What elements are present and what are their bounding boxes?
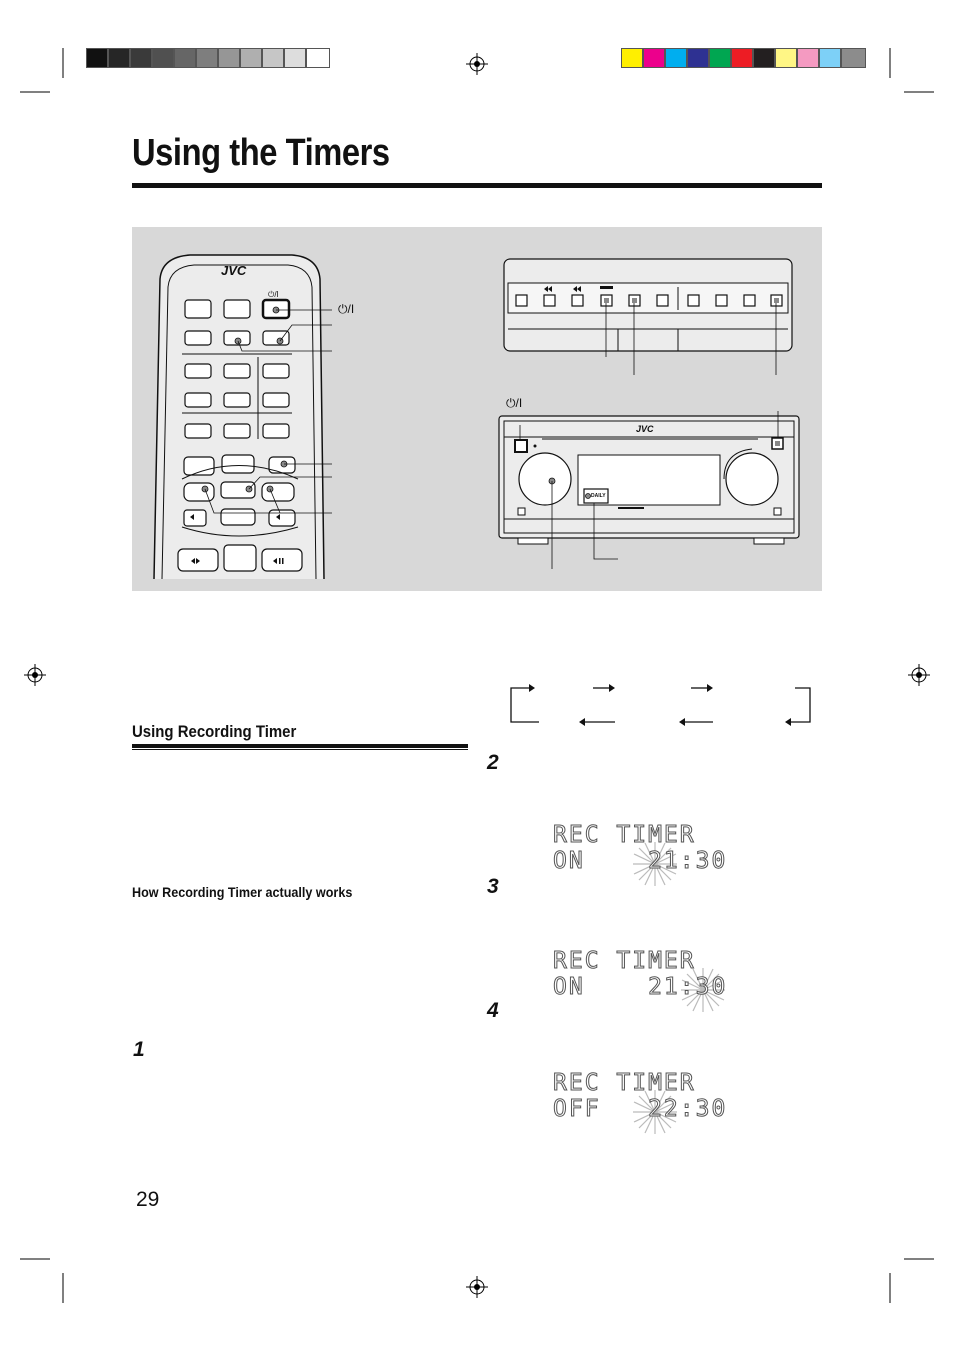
display-line-2: ON 21:30 (552, 848, 728, 875)
blink-burst-icon (633, 842, 677, 886)
gray-swatch (306, 48, 330, 68)
gray-swatch (240, 48, 262, 68)
gray-swatch (262, 48, 284, 68)
remote-brand-logo: JVC (221, 263, 247, 278)
color-swatch (643, 48, 665, 68)
standby-callout-label: ⏻/I (338, 302, 355, 316)
registration-target-icon (908, 664, 930, 686)
registration-target-icon (24, 664, 46, 686)
gray-swatch (108, 48, 130, 68)
display-line-2: OFF 22:30 (552, 1096, 728, 1123)
section-underline-thin (132, 749, 468, 750)
step-number-1: 1 (133, 1038, 145, 1061)
unit-brand-logo: JVC (636, 424, 654, 434)
color-swatch (797, 48, 819, 68)
step-number-2: 2 (487, 751, 499, 774)
page-title: Using the Timers (132, 132, 390, 174)
color-swatch (687, 48, 709, 68)
cycle-diagram (510, 684, 811, 726)
remote-standby-label: ⏻/I (268, 290, 279, 299)
illustration-panel: JVC ⏻/I ⏻/I ⏻/I JVC DAILY (132, 227, 822, 591)
display-line-1: REC TIMER (552, 948, 696, 975)
display-line-1: REC TIMER (552, 1070, 696, 1097)
gray-swatch (218, 48, 240, 68)
display-line-1: REC TIMER (552, 822, 696, 849)
gray-swatch (196, 48, 218, 68)
color-swatch (841, 48, 866, 68)
display-readout-1: REC TIMER ON 21:30 (552, 822, 728, 886)
page-number: 29 (136, 1188, 160, 1211)
step-number-3: 3 (487, 875, 499, 898)
title-underline (132, 183, 822, 188)
display-readout-3: REC TIMER OFF 22:30 (552, 1070, 728, 1134)
unit-standby-callout-label: ⏻/I (506, 396, 523, 410)
gray-swatch (86, 48, 108, 68)
section-heading: Using Recording Timer (132, 722, 297, 741)
color-swatch (819, 48, 841, 68)
color-swatch (665, 48, 687, 68)
subsection-heading: How Recording Timer actually works (132, 884, 353, 900)
display-readout-2: REC TIMER ON 21:30 (552, 948, 728, 1012)
section-underline (132, 744, 468, 748)
gray-swatch (284, 48, 306, 68)
gray-swatch (152, 48, 174, 68)
color-swatch (753, 48, 775, 68)
color-swatch (621, 48, 643, 68)
daily-button-label: DAILY (591, 493, 606, 499)
remote-control-illustration (153, 254, 800, 580)
color-swatch (775, 48, 797, 68)
display-line-2: ON 21:30 (552, 974, 728, 1001)
gray-swatch (130, 48, 152, 68)
step-number-4: 4 (487, 999, 499, 1022)
gray-swatch (174, 48, 196, 68)
blink-burst-icon (633, 1090, 677, 1134)
color-swatch (709, 48, 731, 68)
color-swatch (731, 48, 753, 68)
blink-burst-icon (681, 968, 725, 1012)
registration-target-icon (466, 1276, 488, 1298)
registration-target-icon (466, 53, 488, 75)
